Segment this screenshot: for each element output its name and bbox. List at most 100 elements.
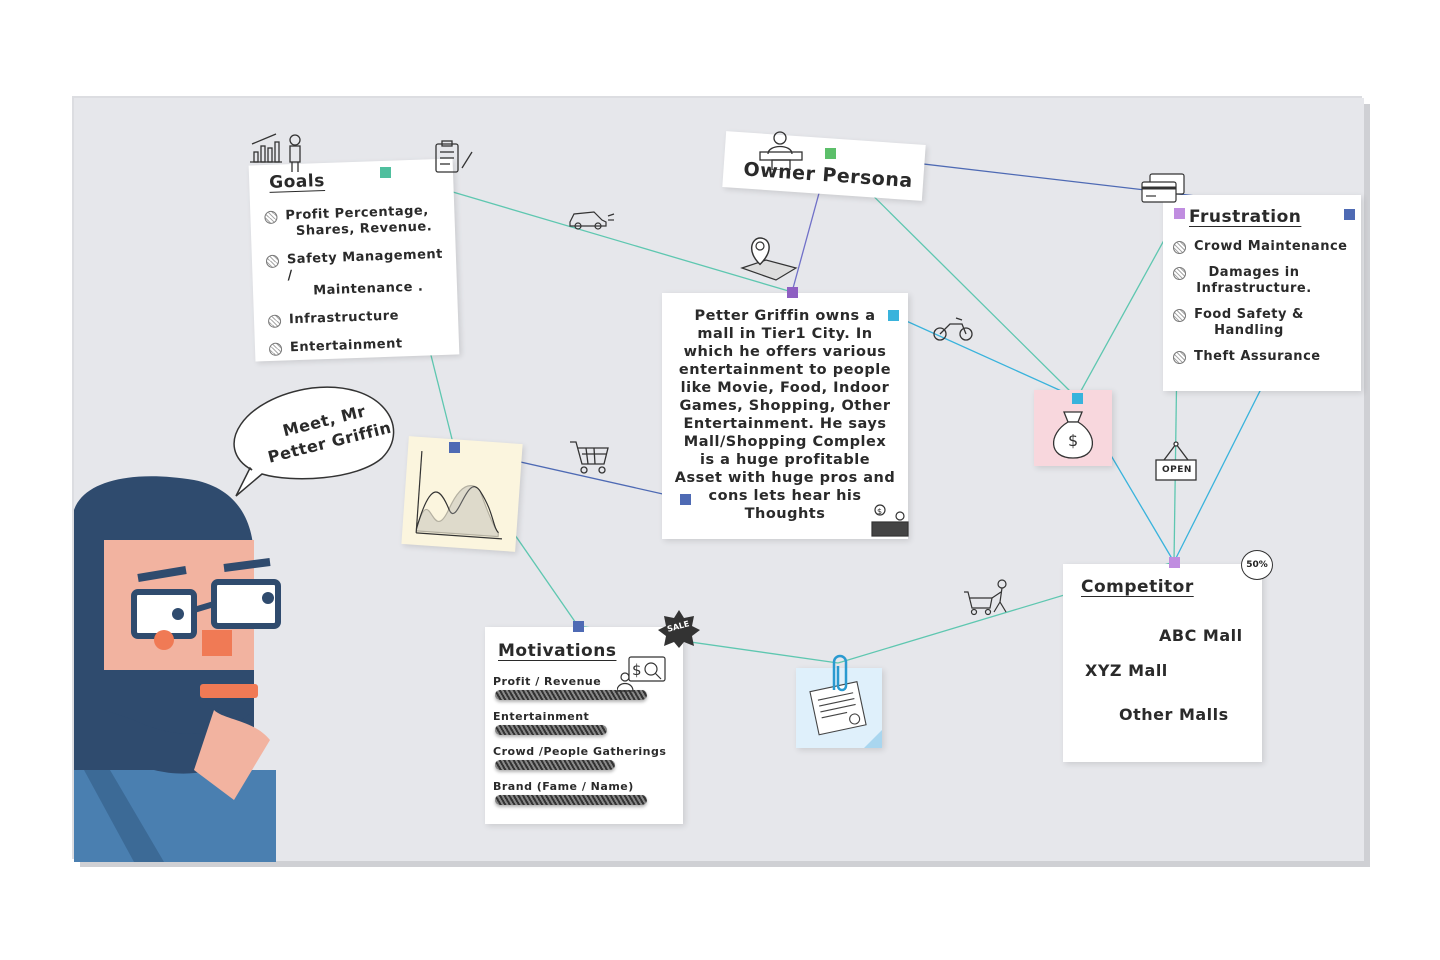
motivations-title: Motivations (498, 641, 617, 661)
goals-item-text: Entertainment (289, 336, 403, 356)
area-chart-icon (415, 451, 503, 540)
frustration-item-text: Damages in (1208, 265, 1300, 280)
description-line: which he offers various (683, 344, 887, 360)
competitor-item: ABC Mall (1159, 626, 1243, 645)
motivation-label: Brand (Fame / Name) (493, 780, 634, 793)
speaker-podium-icon (759, 131, 803, 170)
competitor-item: Other Malls (1119, 705, 1229, 724)
bullet-icon (268, 342, 283, 357)
connector-node (787, 287, 798, 298)
chart-sticky-note (401, 436, 523, 552)
bullet-icon (265, 254, 280, 269)
description-line: mall in Tier1 City. In (697, 326, 873, 342)
credit-card-icon (1141, 173, 1185, 203)
description-card: Petter Griffin owns a mall in Tier1 City… (662, 293, 908, 539)
frustration-item-text: Infrastructure. (1196, 281, 1312, 296)
frustration-item: Theft Assurance (1173, 349, 1359, 365)
bullet-icon (1173, 241, 1186, 254)
goals-list: Profit Percentage, Shares, Revenue. Safe… (264, 203, 454, 369)
goals-item: Entertainment (268, 335, 454, 357)
open-sign-label: OPEN (1162, 465, 1192, 475)
motivation-bar (495, 760, 615, 770)
frustration-item: Crowd Maintenance (1173, 239, 1359, 255)
frustration-item-text: Theft Assurance (1194, 349, 1321, 364)
bullet-icon (1173, 309, 1186, 322)
frustration-item-text: Handling (1214, 323, 1284, 338)
description-line: Petter Griffin owns a (694, 308, 876, 324)
analytics-person-icon: $ (617, 656, 666, 692)
competitor-item: XYZ Mall (1085, 661, 1168, 680)
competitor-title: Competitor (1081, 577, 1194, 597)
motivation-item: Crowd /People Gatherings (485, 745, 675, 770)
connector-node (573, 621, 584, 632)
paperclip-icon (832, 654, 848, 692)
connector-node (449, 442, 460, 453)
frustration-item-text: Food Safety & (1194, 307, 1304, 322)
description-line: Games, Shopping, Other (679, 398, 891, 414)
map-pin-icon (740, 237, 798, 281)
motivations-list: Profit / Revenue Entertainment Crowd /Pe… (485, 675, 675, 815)
connector-node (825, 148, 836, 159)
connector-node (1344, 209, 1355, 220)
motivation-item: Entertainment (485, 710, 675, 735)
motivation-label: Entertainment (493, 710, 590, 723)
connector-node (380, 167, 391, 178)
connector-node (1072, 393, 1083, 404)
frustration-title: Frustration (1189, 207, 1302, 227)
cashier-icon: $ (871, 504, 909, 537)
speech-bubble-shape (233, 386, 395, 497)
goals-card: Goals Profit Percentage, Shares, Revenue… (248, 158, 460, 362)
connector-node (1174, 208, 1185, 219)
svg-text:$: $ (632, 661, 642, 679)
description-line: Entertainment. He says (683, 416, 887, 432)
certificate-icon (809, 681, 882, 748)
connector-node (888, 310, 899, 321)
sale-tag-icon (658, 610, 700, 648)
goals-item: Infrastructure (267, 307, 453, 329)
svg-text:$: $ (1068, 431, 1078, 450)
motivation-bar (495, 690, 647, 700)
money-bag-icon: $ (1052, 411, 1094, 459)
petter-griffin-avatar (74, 476, 281, 862)
description-text: Petter Griffin owns a mall in Tier1 City… (662, 293, 908, 523)
bullet-icon (267, 314, 282, 329)
motorcycle-icon (933, 317, 973, 341)
description-line: Mall/Shopping Complex (683, 434, 887, 450)
motivation-bar (495, 795, 647, 805)
motivation-label: Crowd /People Gatherings (493, 745, 667, 758)
bullet-icon (1173, 267, 1186, 280)
car-icon (569, 211, 615, 230)
connector-node (680, 494, 691, 505)
line-money-to-frustration (1076, 212, 1180, 399)
description-line: Thoughts (744, 506, 826, 522)
goals-item-text: Safety Management / (286, 246, 444, 284)
motivation-bar (495, 725, 607, 735)
line-desc-to-money (892, 314, 1078, 399)
percent-badge-label: 50% (1246, 560, 1268, 570)
bullet-icon (264, 210, 278, 225)
bullet-icon (1173, 351, 1186, 364)
goals-item: Profit Percentage, Shares, Revenue. (264, 203, 450, 241)
description-line: is a huge profitable (699, 452, 871, 468)
shopping-cart-icon (570, 441, 609, 474)
description-line: like Movie, Food, Indoor (680, 380, 890, 396)
competitor-card: Competitor ABC Mall XYZ Mall Other Malls (1063, 564, 1262, 762)
goals-item-text: Infrastructure (288, 308, 400, 328)
goals-item: Safety Management / Maintenance . (265, 246, 453, 301)
goals-title: Goals (268, 170, 326, 193)
connector-node (1169, 557, 1180, 568)
motivation-label: Profit / Revenue (493, 675, 602, 688)
description-line: cons lets hear his (708, 488, 862, 504)
frustration-card: Frustration Crowd Maintenance Damages in… (1163, 195, 1361, 391)
description-line: Asset with huge pros and (674, 470, 896, 486)
motivation-item: Brand (Fame / Name) (485, 780, 675, 805)
open-sign-icon (1155, 441, 1197, 481)
person-pushing-cart-icon (964, 579, 1007, 616)
motivation-item: Profit / Revenue (485, 675, 675, 700)
percent-badge: 50% (1241, 550, 1273, 580)
svg-text:$: $ (877, 507, 882, 516)
frustration-item-text: Crowd Maintenance (1194, 239, 1348, 254)
frustration-item: Food Safety &Handling (1173, 307, 1359, 339)
